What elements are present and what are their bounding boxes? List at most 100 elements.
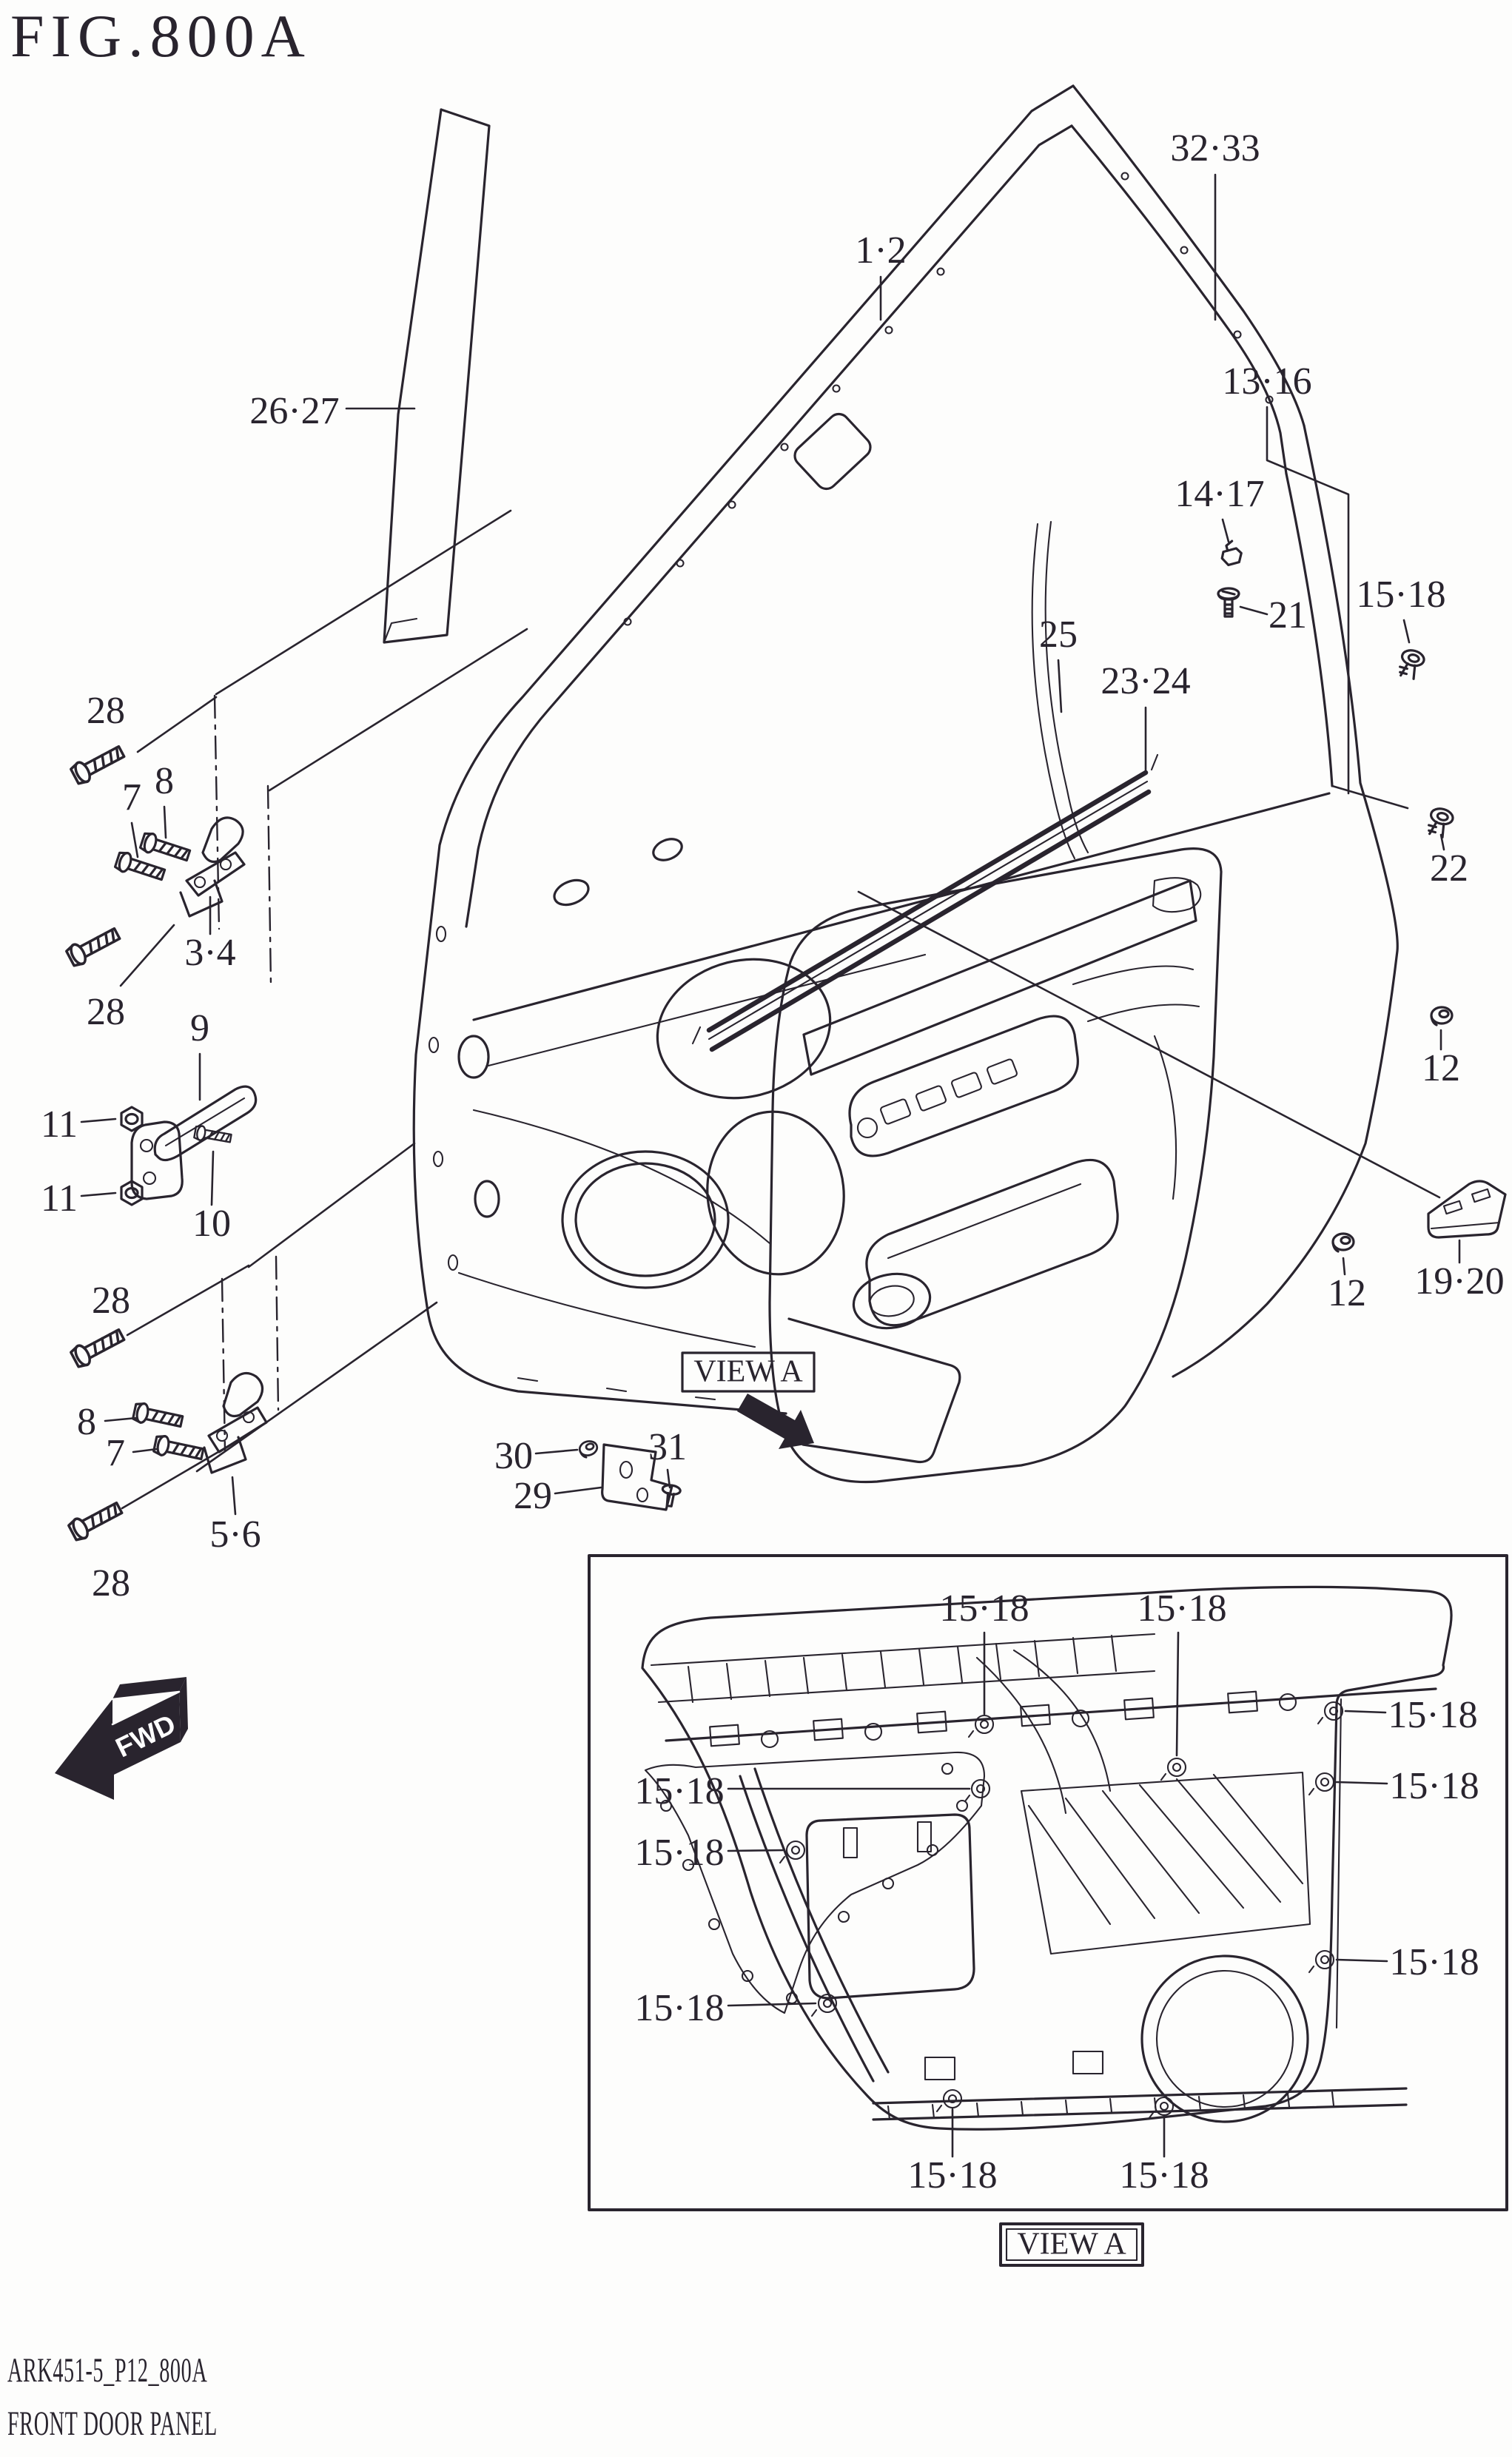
callout-label: 28	[87, 690, 125, 732]
callout-label: 15·18	[634, 1987, 724, 2029]
callout-label: 5·6	[209, 1513, 261, 1556]
callout-leaders	[80, 173, 1461, 2158]
callout-leader	[1221, 518, 1230, 543]
callout-label: 8	[77, 1401, 96, 1443]
callout-leader	[163, 805, 167, 839]
callout-leader	[126, 1264, 250, 1337]
callout-label: 15·18	[1388, 1694, 1477, 1736]
screwhead-icon	[1317, 1701, 1344, 1725]
hinge-upper-art	[179, 509, 528, 986]
callout-label: 29	[514, 1475, 552, 1517]
label-text: VIEW A	[693, 1355, 803, 1389]
screwhead-icon	[1308, 1772, 1335, 1796]
callout-label: 9	[190, 1007, 209, 1049]
bolt-icon	[131, 1400, 185, 1432]
clipsmall-icon	[1217, 538, 1245, 568]
bolt-icon	[112, 849, 168, 885]
callout-label: 28	[92, 1280, 130, 1322]
view-a-main	[681, 1351, 816, 1449]
callout-label: 10	[192, 1203, 231, 1245]
callout-label: 15·18	[634, 1832, 724, 1874]
callout-leader	[1335, 1781, 1388, 1785]
callout-label: 15·18	[1119, 2154, 1209, 2196]
label-text: VIEW A	[1017, 2228, 1126, 2262]
callout-label: 23·24	[1101, 660, 1190, 702]
callout-label: 15·18	[939, 1587, 1029, 1630]
callout-label: 25	[1039, 614, 1078, 656]
callout-label: 31	[648, 1426, 687, 1468]
bolt-icon	[68, 1324, 128, 1371]
callout-leader	[1402, 619, 1411, 644]
callout-leader	[1344, 1710, 1387, 1714]
bolt-icon	[152, 1433, 206, 1465]
callout-leader	[727, 1849, 786, 1852]
callout-label: 13·16	[1222, 360, 1311, 403]
trim-panel-art	[768, 847, 1223, 1484]
callout-leader	[534, 1448, 579, 1455]
callout-leader	[104, 1416, 138, 1422]
callout-label: 7	[122, 776, 141, 819]
footer-code: ARK451-5_P12_800A	[7, 2351, 208, 2390]
callout-leader	[554, 1486, 602, 1495]
callout-label: 30	[494, 1435, 533, 1477]
bolt-icon	[64, 923, 124, 969]
inner-panel-cutouts	[457, 412, 872, 1289]
callout-leader	[119, 924, 175, 987]
nut-icon	[120, 1106, 144, 1132]
callout-label: 15·18	[1137, 1587, 1226, 1630]
fastener-glyphs	[64, 538, 1456, 2120]
callout-label: 7	[106, 1432, 125, 1474]
callout-label: 19·20	[1414, 1260, 1504, 1303]
screwhead-icon	[1160, 1757, 1187, 1781]
belt-molding	[691, 753, 1159, 1052]
view-a-arrow	[737, 1394, 814, 1449]
window-switches	[856, 1058, 1018, 1139]
callout-label: 11	[41, 1103, 78, 1146]
callout-leader	[727, 2002, 817, 2007]
inset-panel-art	[641, 1585, 1453, 2131]
inset-clip-seats	[709, 1690, 1297, 1749]
callout-labels: 32·331·226·2713·1614·1715·18212523·24221…	[41, 127, 1505, 2196]
view-a-inset	[999, 2222, 1144, 2267]
callout-label: 15·18	[1389, 1941, 1479, 1983]
callout-leader	[80, 1117, 117, 1123]
callout-leader	[1342, 1257, 1346, 1276]
inset-box	[588, 1554, 1508, 2211]
callout-label: 22	[1430, 847, 1468, 890]
figure-title: FIG.800A	[10, 2, 312, 70]
bolt-icon	[68, 741, 128, 787]
callout-label: 3·4	[184, 932, 235, 974]
hinge-lower-art	[195, 1142, 438, 1474]
callout-leader	[121, 1443, 232, 1510]
garnish-19-20-art	[1427, 1180, 1507, 1239]
callout-leader	[1239, 605, 1269, 616]
footer-name: FRONT DOOR PANEL	[7, 2404, 218, 2443]
grommet-icon	[1331, 1232, 1355, 1253]
callout-label: 15·18	[634, 1770, 724, 1812]
callout-label: 15·18	[1356, 574, 1445, 616]
callout-leader	[136, 696, 218, 753]
callout-label: 1·2	[855, 229, 906, 272]
callout-label: 12	[1328, 1272, 1366, 1314]
callout-leader	[1175, 1631, 1180, 1757]
pinclip-icon	[1396, 647, 1427, 682]
callout-label: 21	[1269, 594, 1307, 636]
callout-label: 28	[87, 991, 125, 1033]
frame-holes	[428, 172, 1274, 1271]
bolt-icon	[66, 1497, 126, 1544]
callout-label: 12	[1422, 1047, 1460, 1089]
door-check-art	[130, 1085, 258, 1200]
callout-label: 15·18	[1389, 1765, 1479, 1807]
callout-leader	[231, 1476, 237, 1516]
callout-leader	[1057, 659, 1063, 713]
pinclip-icon	[1425, 805, 1456, 840]
callout-label: 15·18	[907, 2154, 997, 2196]
grommet-icon	[1430, 1006, 1454, 1026]
callout-label: 32·33	[1170, 127, 1260, 169]
screwhead-icon	[964, 1778, 991, 1803]
callout-leader	[80, 1191, 117, 1197]
callout-leader	[210, 1150, 215, 1206]
door-panel-art	[383, 84, 1441, 1415]
